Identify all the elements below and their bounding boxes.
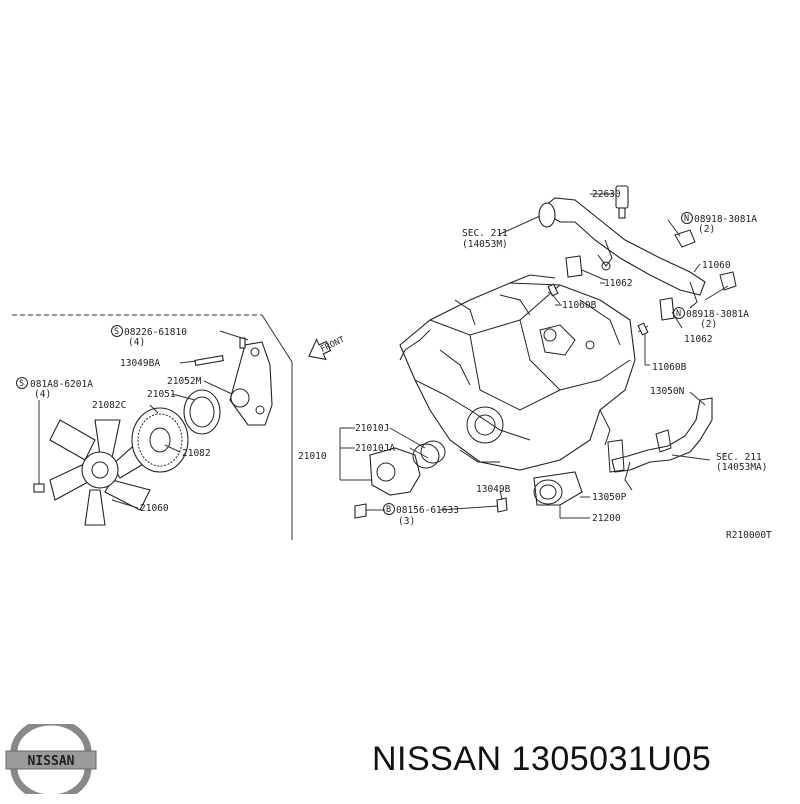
label-ref-code: R210000T (726, 530, 772, 541)
s-symbol-left (16, 377, 28, 389)
n-symbol-top (681, 212, 693, 224)
s-symbol-top (111, 325, 123, 337)
label-21060: 21060 (140, 503, 169, 514)
water-pump (354, 440, 583, 519)
b-symbol (383, 503, 395, 515)
s-symbol-top-text: S (114, 327, 119, 337)
label-11062-top: 11062 (604, 278, 633, 289)
logo-text: NISSAN (28, 754, 75, 769)
label-bolt-n-mid: 08918-3081A (686, 309, 749, 320)
footer-brand: NISSAN (372, 740, 502, 778)
label-13050p: 13050P (592, 492, 627, 503)
label-21200: 21200 (592, 513, 621, 524)
fan-group-boundary (12, 314, 293, 540)
label-21082c: 21082C (92, 400, 126, 411)
label-22630: 22630 (592, 189, 621, 200)
label-13049ba: 13049BA (120, 358, 160, 369)
label-sec211-top-ref: (14053M) (462, 239, 508, 250)
label-bolt-n-top: 08918-3081A (694, 214, 757, 225)
label-bolt-b-qty: (3) (398, 516, 415, 527)
label-sec211-top: SEC. 211 (462, 228, 508, 239)
label-21010j: 21010J (355, 423, 389, 434)
label-bolt-n-top-qty: (2) (698, 224, 715, 235)
n-symbol-top-text: N (684, 214, 689, 224)
label-21010: 21010 (298, 451, 327, 462)
label-sec211-right-ref: (14053MA) (716, 462, 767, 473)
n-symbol-mid-text: N (676, 309, 681, 319)
label-bolt-n-mid-qty: (2) (700, 319, 717, 330)
s-symbol-left-text: S (19, 379, 24, 389)
b-symbol-text: B (386, 505, 391, 515)
label-13049b-bottom: 13049B (476, 484, 511, 495)
label-bolt-s-top-qty: (4) (128, 337, 145, 348)
leader-lines (111, 193, 729, 519)
n-symbol-mid (673, 307, 685, 319)
engine-block (399, 274, 636, 471)
label-bolt-s-left: 081A8-6201A (30, 379, 93, 390)
label-11060: 11060 (702, 260, 731, 271)
label-13050n: 13050N (650, 386, 685, 397)
label-11060b-mid: 11060B (652, 362, 687, 373)
footer-caption: NISSAN 1305031U05 (372, 740, 711, 779)
label-21052m: 21052M (167, 376, 202, 387)
front-label: FRONT (319, 335, 346, 355)
part-labels: 22630 SEC. 211 (14053M) N 08918-3081A (2… (16, 189, 772, 541)
water-pipe-upper (538, 185, 737, 336)
front-arrow: FRONT (308, 335, 346, 361)
label-sec211-right: SEC. 211 (716, 452, 762, 463)
footer-part-number: 1305031U05 (511, 740, 712, 778)
label-bolt-b: 08156-61633 (396, 505, 459, 516)
label-bolt-s-left-qty: (4) (34, 389, 51, 400)
label-11060b-top: 11060B (562, 300, 597, 311)
label-11062-mid: 11062 (684, 334, 713, 345)
fan-assembly (33, 337, 273, 526)
water-pipe-lower (607, 397, 713, 491)
label-bolt-s-top: 08226-61810 (124, 327, 187, 338)
label-21082: 21082 (182, 448, 211, 459)
label-21051: 21051 (147, 389, 176, 400)
label-21010ja: 21010JA (355, 443, 395, 454)
nissan-logo: NISSAN (5, 724, 97, 794)
